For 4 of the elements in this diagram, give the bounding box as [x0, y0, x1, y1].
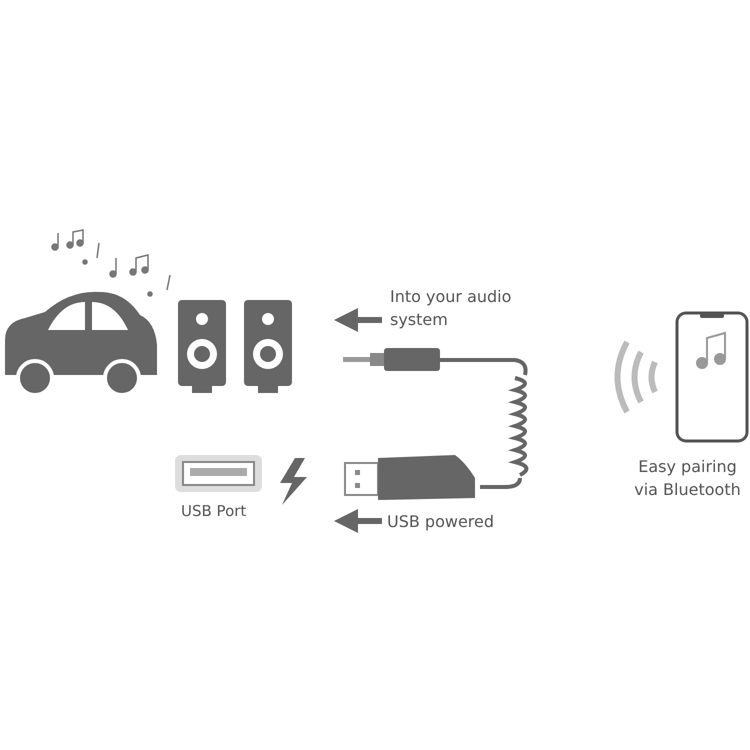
caption: USB powered [387, 511, 494, 533]
caption: Easy pairing via Bluetooth [633, 456, 742, 501]
caption: USB Port [181, 501, 246, 522]
caption: Into your audio system [390, 286, 512, 331]
